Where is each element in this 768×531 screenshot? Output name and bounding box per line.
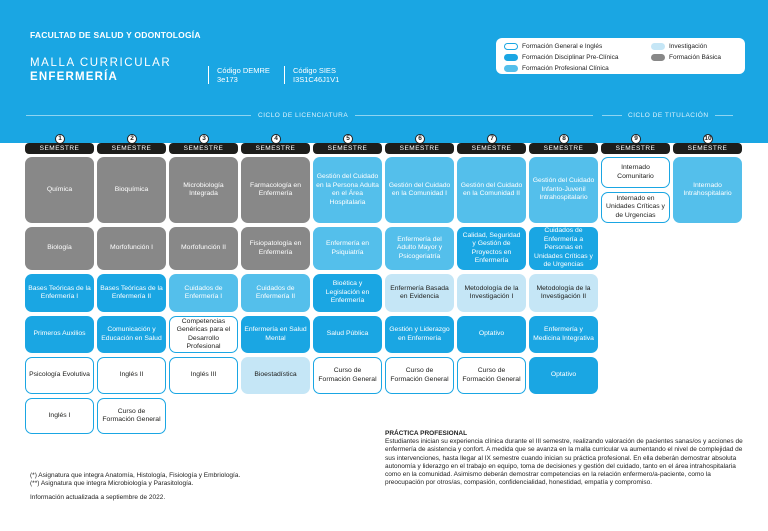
course-box: Metodología de la Investigación I	[457, 274, 526, 312]
cycle-titulacion: CICLO DE TITULACIÓN	[602, 112, 742, 119]
semester-label: SEMESTRE	[313, 143, 382, 154]
course-box: Gestión del Cuidado en la Comunidad II	[457, 157, 526, 223]
course-box: Gestión del Cuidado en la Comunidad I	[385, 157, 454, 223]
legend-item-disciplinar: Formación Disciplinar Pre-Clínica	[504, 54, 618, 61]
course-box: Competencias Genéricas para el Desarroll…	[169, 316, 238, 353]
faculty-name: FACULTAD DE SALUD Y ODONTOLOGÍA	[30, 30, 201, 40]
legend-label: Formación General e Inglés	[522, 43, 603, 50]
course-box: Inglés I	[25, 398, 94, 434]
legend-label: Formación Básica	[669, 54, 722, 61]
course-box: Comunicación y Educación en Salud	[97, 316, 166, 353]
legend-swatch	[651, 43, 665, 50]
course-box: Optativo	[457, 316, 526, 353]
cycle-divider	[26, 115, 251, 116]
course-box: Psicología Evolutiva	[25, 357, 94, 394]
practica-title: PRÁCTICA PROFESIONAL	[385, 430, 468, 437]
course-box: Internado en Unidades Críticas y de Urge…	[601, 192, 670, 223]
cycle-titulacion-label: CICLO DE TITULACIÓN	[628, 112, 709, 119]
course-box: Bioética y Legislación en Enfermería	[313, 274, 382, 312]
semester-label: SEMESTRE	[673, 143, 742, 154]
course-box: Fisiopatología en Enfermería	[241, 227, 310, 270]
legend-swatch	[651, 54, 665, 61]
code-sies: Código SIES I3S1C46J1V1	[284, 66, 339, 84]
program-name: ENFERMERÍA	[30, 71, 119, 83]
course-box: Morfofunción I	[97, 227, 166, 270]
course-box: Bases Teóricas de la Enfermería I	[25, 274, 94, 312]
course-box: Bioquímica	[97, 157, 166, 223]
title-line-1: MALLA CURRICULAR	[30, 57, 172, 69]
semester-label: SEMESTRE	[601, 143, 670, 154]
course-box: Química	[25, 157, 94, 223]
course-box: Salud Pública	[313, 316, 382, 353]
legend-label: Investigación	[669, 43, 707, 50]
legend-item-profesional: Formación Profesional Clínica	[504, 65, 609, 72]
course-box: Optativo	[529, 357, 598, 394]
updated-note: Información actualizada a septiembre de …	[30, 494, 166, 501]
course-box: Curso de Formación General	[385, 357, 454, 394]
cycle-licenciatura-label: CICLO DE LICENCIATURA	[258, 112, 349, 119]
footnote-1: (*) Asignatura que integra Anatomía, His…	[30, 472, 241, 479]
practica-text: Estudiantes inician su experiencia clíni…	[385, 438, 743, 487]
legend-swatch	[504, 43, 518, 50]
course-box: Enfermería Basada en Evidencia	[385, 274, 454, 312]
course-box: Primeros Auxilios	[25, 316, 94, 353]
course-box: Enfermería del Adulto Mayor y Psicogeria…	[385, 227, 454, 270]
course-box: Morfofunción II	[169, 227, 238, 270]
course-box: Microbiología Integrada	[169, 157, 238, 223]
legend-item-investigacion: Investigación	[651, 43, 707, 50]
course-box: Biología	[25, 227, 94, 270]
cycle-divider	[714, 115, 733, 116]
course-box: Internado Intrahospitalario	[673, 157, 742, 223]
legend-item-general: Formación General e Inglés	[504, 43, 602, 50]
header-banner: FACULTAD DE SALUD Y ODONTOLOGÍA MALLA CU…	[0, 0, 768, 143]
legend-item-basica: Formación Básica	[651, 54, 721, 61]
course-box: Inglés III	[169, 357, 238, 394]
course-box: Gestión del Cuidado Infanto-Juvenil Intr…	[529, 157, 598, 223]
legend: Formación General e Inglés Investigación…	[496, 38, 745, 74]
cycle-divider	[602, 115, 622, 116]
semester-label: SEMESTRE	[169, 143, 238, 154]
semester-label: SEMESTRE	[385, 143, 454, 154]
semester-label: SEMESTRE	[457, 143, 526, 154]
footnote-2: (**) Asignatura que integra Microbiologí…	[30, 480, 194, 487]
cycle-divider	[355, 115, 594, 116]
code-demre: Código DEMRE 3e173	[208, 66, 270, 84]
course-box: Cuidados de Enfermería a Personas en Uni…	[529, 227, 598, 270]
course-box: Enfermería en Salud Mental	[241, 316, 310, 353]
course-box: Curso de Formación General	[97, 398, 166, 434]
course-box: Metodología de la Investigación II	[529, 274, 598, 312]
legend-label: Formación Disciplinar Pre-Clínica	[522, 54, 619, 61]
course-box: Bases Teóricas de la Enfermería II	[97, 274, 166, 312]
legend-swatch	[504, 54, 518, 61]
code-sies-label: Código SIES	[293, 66, 336, 75]
course-box: Curso de Formación General	[457, 357, 526, 394]
legend-swatch	[504, 65, 518, 72]
course-box: Gestión y Liderazgo en Enfermería	[385, 316, 454, 353]
course-box: Inglés II	[97, 357, 166, 394]
semester-label: SEMESTRE	[241, 143, 310, 154]
semester-label: SEMESTRE	[97, 143, 166, 154]
cycle-licenciatura: CICLO DE LICENCIATURA	[26, 112, 596, 119]
course-box: Internado Comunitario	[601, 157, 670, 188]
semester-label: SEMESTRE	[529, 143, 598, 154]
course-box: Farmacología en Enfermería	[241, 157, 310, 223]
course-box: Enfermería en Psiquiatría	[313, 227, 382, 270]
code-demre-value: 3e173	[217, 75, 238, 84]
practica-profesional: PRÁCTICA PROFESIONAL Estudiantes inician…	[385, 430, 745, 487]
course-box: Enfermería y Medicina Integrativa	[529, 316, 598, 353]
legend-label: Formación Profesional Clínica	[522, 65, 609, 72]
course-box: Curso de Formación General	[313, 357, 382, 394]
code-sies-value: I3S1C46J1V1	[293, 75, 340, 84]
course-box: Calidad, Seguridad y Gestión de Proyecto…	[457, 227, 526, 270]
course-box: Cuidados de Enfermería I	[169, 274, 238, 312]
semester-label: SEMESTRE	[25, 143, 94, 154]
course-box: Cuidados de Enfermería II	[241, 274, 310, 312]
code-demre-label: Código DEMRE	[217, 66, 270, 75]
course-box: Gestión del Cuidado en la Persona Adulta…	[313, 157, 382, 223]
course-box: Bioestadística	[241, 357, 310, 394]
